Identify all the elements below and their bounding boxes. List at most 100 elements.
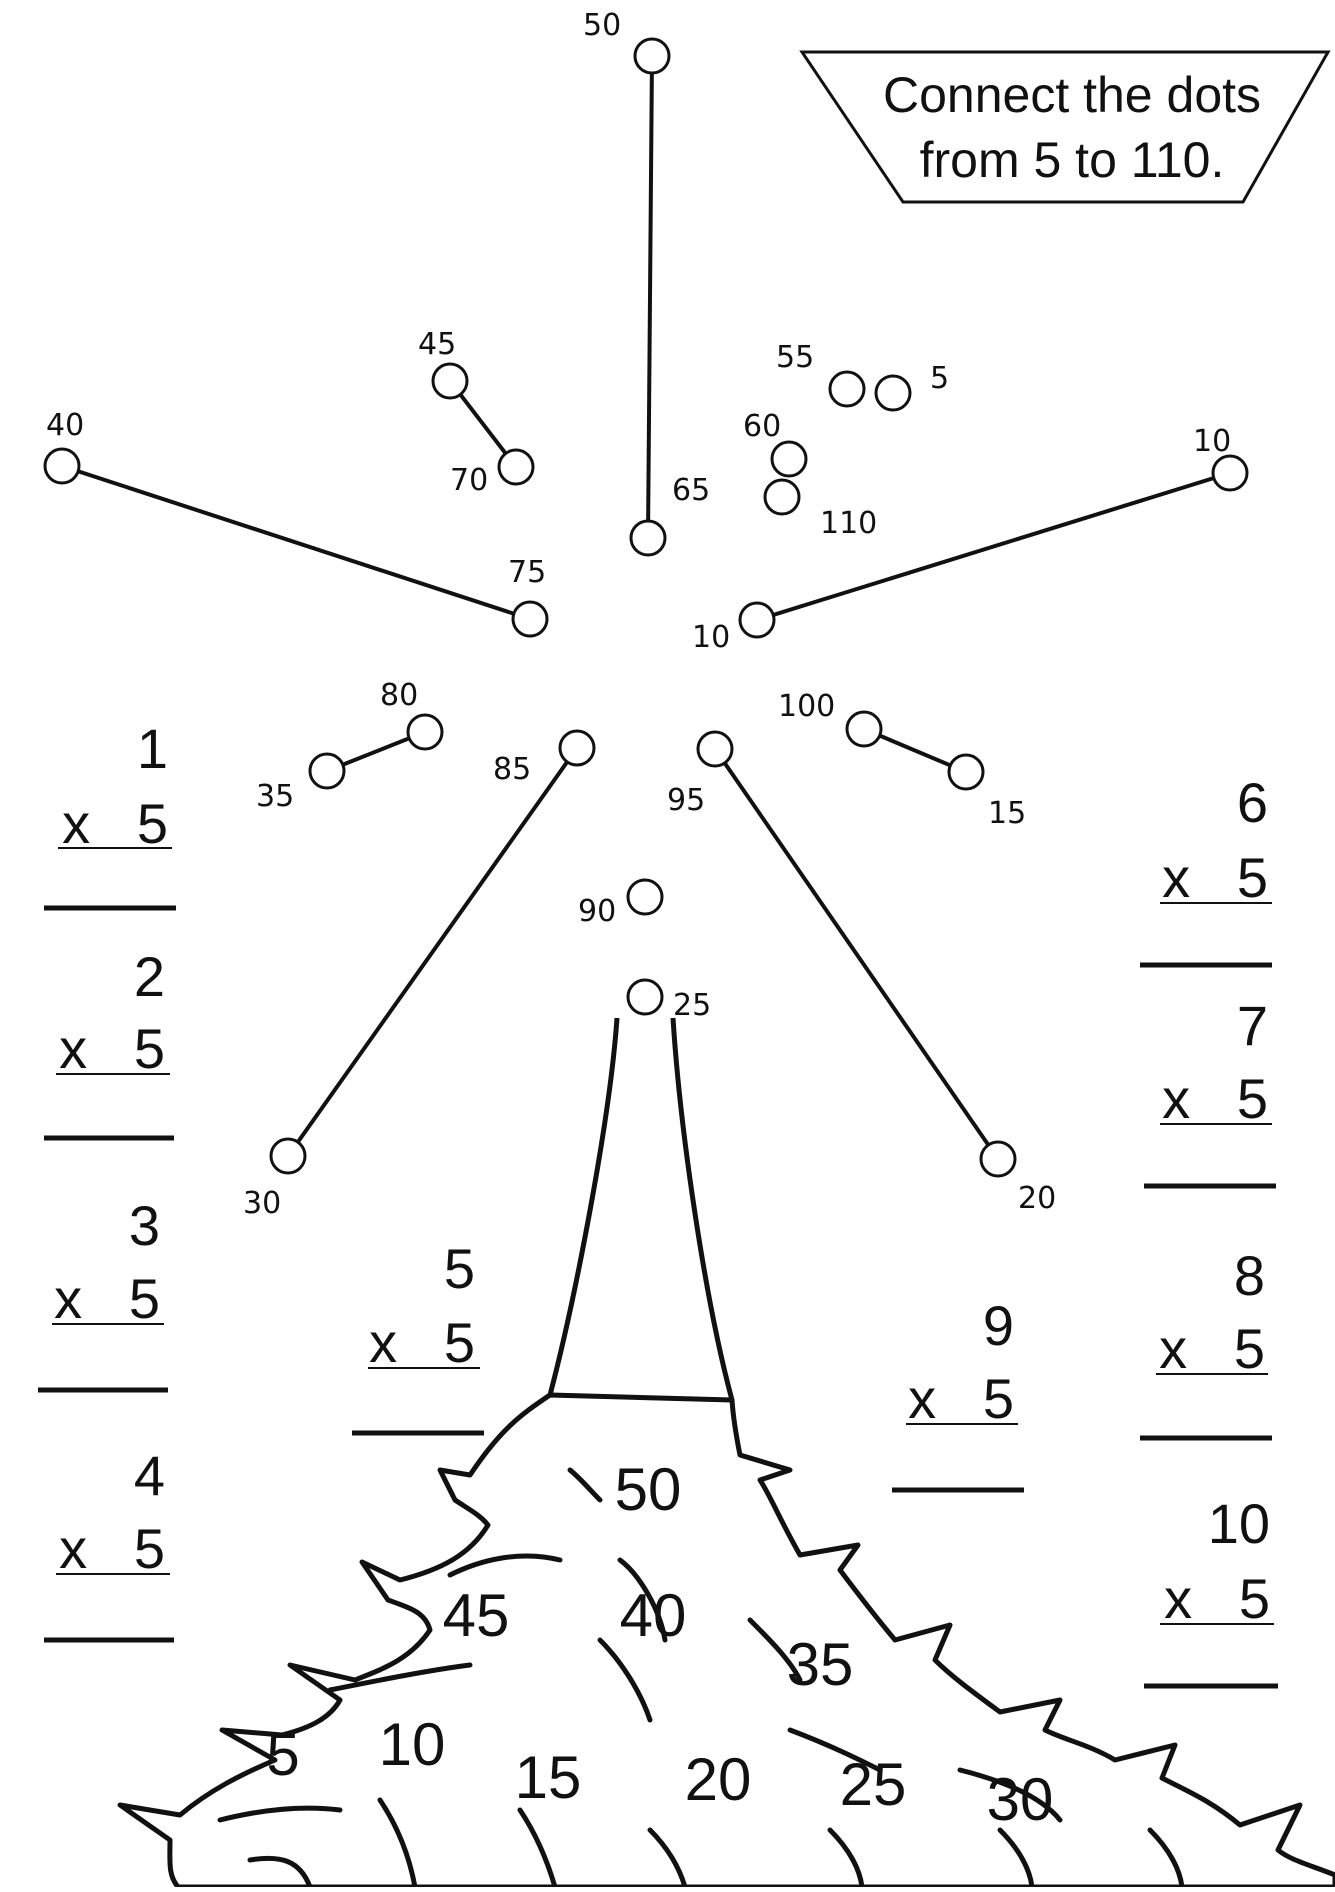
tree-detail	[217, 1805, 343, 1823]
dot-label: 85	[493, 752, 531, 787]
tree-number: 15	[515, 1744, 582, 1811]
dot-70[interactable]	[497, 448, 535, 486]
dot-label: 55	[776, 340, 814, 375]
dot-35[interactable]	[308, 752, 346, 790]
dot-label: 20	[1018, 1181, 1056, 1216]
problem-bottom: x 5	[59, 1517, 165, 1580]
tree-number: 40	[620, 1582, 687, 1649]
tree-detail	[997, 1827, 1035, 1890]
tree-number: 45	[443, 1582, 510, 1649]
tree-numbers: 50 45 40 35 5 10 15 20 25 30	[266, 1456, 1053, 1833]
problem-5: 5 x 5	[352, 1237, 484, 1436]
dot-10-outer[interactable]	[1211, 454, 1249, 492]
problem-top: 9	[983, 1294, 1014, 1357]
tree-detail	[617, 1557, 668, 1643]
dot-labels: 50 45 70 40 75 65 55 5 60 110 10 10 80 3…	[46, 8, 1231, 1221]
dot-5[interactable]	[874, 374, 912, 412]
tree-number: 30	[987, 1766, 1054, 1833]
tree-detail	[747, 1617, 803, 1683]
dot-label: 25	[673, 988, 711, 1023]
dot-60[interactable]	[770, 440, 808, 478]
problem-top: 6	[1237, 771, 1268, 834]
dot-label: 110	[820, 506, 877, 541]
problem-top: 3	[129, 1194, 160, 1257]
problem-bottom: x 5	[908, 1367, 1014, 1430]
dot-label: 65	[672, 473, 710, 508]
dot-45[interactable]	[431, 362, 469, 400]
problem-10: 10 x 5	[1144, 1492, 1278, 1689]
dot-25[interactable]	[626, 978, 664, 1016]
dot-75[interactable]	[511, 600, 549, 638]
problem-top: 2	[134, 945, 165, 1008]
tree-detail	[957, 1767, 1063, 1823]
dot-95[interactable]	[696, 730, 734, 768]
segment-10-10	[755, 471, 1232, 622]
dot-label: 60	[743, 409, 781, 444]
problem-1: 1 x 5	[44, 717, 176, 911]
tree-detail	[597, 1637, 653, 1723]
dot-label: 35	[256, 779, 294, 814]
problem-bottom: x 5	[54, 1267, 160, 1330]
tree-number: 25	[840, 1751, 907, 1818]
problem-bottom: x 5	[1164, 1567, 1270, 1630]
dot-100[interactable]	[845, 710, 883, 748]
dot-layer	[43, 37, 1249, 1178]
problem-top: 4	[134, 1444, 165, 1507]
dot-label: 50	[583, 8, 621, 43]
problem-top: 10	[1208, 1492, 1270, 1555]
tree-drawing	[117, 1017, 1335, 1890]
instruction-line-1: Connect the dots	[883, 67, 1261, 123]
tree-number: 5	[266, 1721, 299, 1788]
tree-number: 20	[685, 1746, 752, 1813]
instruction-line-2: from 5 to 110.	[920, 132, 1225, 188]
problem-9: 9 x 5	[892, 1294, 1024, 1493]
dot-label: 75	[508, 555, 546, 590]
tree-number: 50	[615, 1456, 682, 1523]
problem-8: 8 x 5	[1140, 1244, 1272, 1441]
dot-label: 90	[578, 894, 616, 929]
problem-bottom: x 5	[1162, 1067, 1268, 1130]
tree-detail	[247, 1855, 313, 1890]
dot-40[interactable]	[43, 447, 81, 485]
problems: 1 x 5 2 x 5 3 x 5 4 x 5 5	[38, 717, 1278, 1689]
dot-30[interactable]	[269, 1137, 307, 1175]
dot-label: 40	[46, 408, 84, 443]
problem-top: 7	[1237, 994, 1268, 1057]
tree-number: 10	[379, 1711, 446, 1778]
dot-label: 95	[667, 783, 705, 818]
dot-20[interactable]	[979, 1140, 1017, 1178]
tree-foliage	[117, 1392, 1335, 1890]
problem-2: 2 x 5	[44, 945, 174, 1141]
dot-65[interactable]	[629, 519, 667, 557]
dot-85[interactable]	[558, 729, 596, 767]
tree-detail	[647, 1827, 688, 1890]
dot-label: 10	[1193, 424, 1231, 459]
dot-label: 5	[930, 361, 949, 396]
problem-4: 4 x 5	[44, 1444, 174, 1643]
problem-bottom: x 5	[62, 792, 168, 855]
dot-55[interactable]	[828, 370, 866, 408]
problem-7: 7 x 5	[1144, 994, 1276, 1189]
dot-90[interactable]	[626, 878, 664, 916]
tree-detail	[827, 1827, 865, 1890]
dot-label: 15	[988, 796, 1026, 831]
dot-label: 100	[778, 689, 835, 724]
tree-detail	[327, 1662, 473, 1693]
dot-50[interactable]	[633, 37, 671, 75]
tree-detail	[447, 1553, 563, 1578]
dot-15[interactable]	[947, 753, 985, 791]
segment-40-75	[60, 464, 532, 621]
segment-95-20	[713, 747, 1000, 1161]
problem-3: 3 x 5	[38, 1194, 168, 1393]
tree-number: 35	[787, 1631, 854, 1698]
dot-label: 30	[243, 1186, 281, 1221]
problem-6: 6 x 5	[1140, 771, 1272, 968]
problem-top: 8	[1234, 1244, 1265, 1307]
problem-bottom: x 5	[1159, 1317, 1265, 1380]
dot-10-inner[interactable]	[738, 601, 776, 639]
problem-top: 1	[137, 717, 168, 780]
dot-110[interactable]	[763, 478, 801, 516]
dot-80[interactable]	[406, 713, 444, 751]
